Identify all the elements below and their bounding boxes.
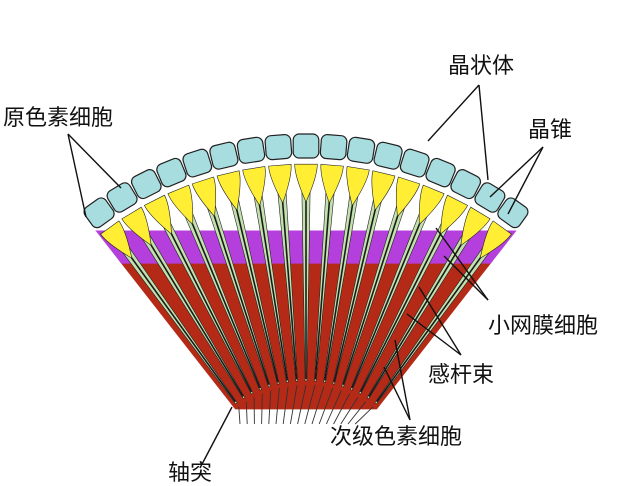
- crystalline-cone: [269, 164, 292, 203]
- leader-line: [490, 147, 543, 197]
- leader-line: [428, 85, 479, 141]
- label-rhabdom: 感杆束: [428, 365, 494, 387]
- crystalline-cone: [192, 177, 216, 216]
- corneal-lens: [265, 134, 292, 160]
- crystalline-cone: [295, 164, 318, 202]
- leader-line: [508, 147, 543, 214]
- label-secondary-pigment-cell: 次级色素细胞: [330, 427, 462, 449]
- leader-line: [68, 134, 121, 188]
- label-retinula-cell: 小网膜细胞: [488, 316, 598, 338]
- crystalline-cone: [168, 185, 193, 224]
- crystalline-cone: [372, 171, 395, 210]
- corneal-lens: [236, 136, 265, 164]
- corneal-lens: [293, 134, 319, 158]
- leader-line: [68, 134, 86, 217]
- label-crystalline-cone: 晶锥: [528, 120, 572, 142]
- label-axon: 轴突: [168, 463, 212, 485]
- corneal-lens: [320, 134, 347, 160]
- crystalline-cone: [217, 171, 240, 210]
- label-crystalline-body: 晶状体: [448, 56, 514, 78]
- label-primary-pigment-cell: 原色素细胞: [3, 108, 113, 130]
- crystalline-cone: [396, 177, 420, 216]
- corneal-lens: [346, 136, 375, 164]
- crystalline-cone: [419, 185, 444, 224]
- leader-line: [200, 407, 232, 468]
- corneal-lens: [209, 141, 239, 170]
- crystalline-cone: [321, 164, 344, 203]
- leader-line: [479, 85, 488, 180]
- corneal-lens: [373, 141, 403, 170]
